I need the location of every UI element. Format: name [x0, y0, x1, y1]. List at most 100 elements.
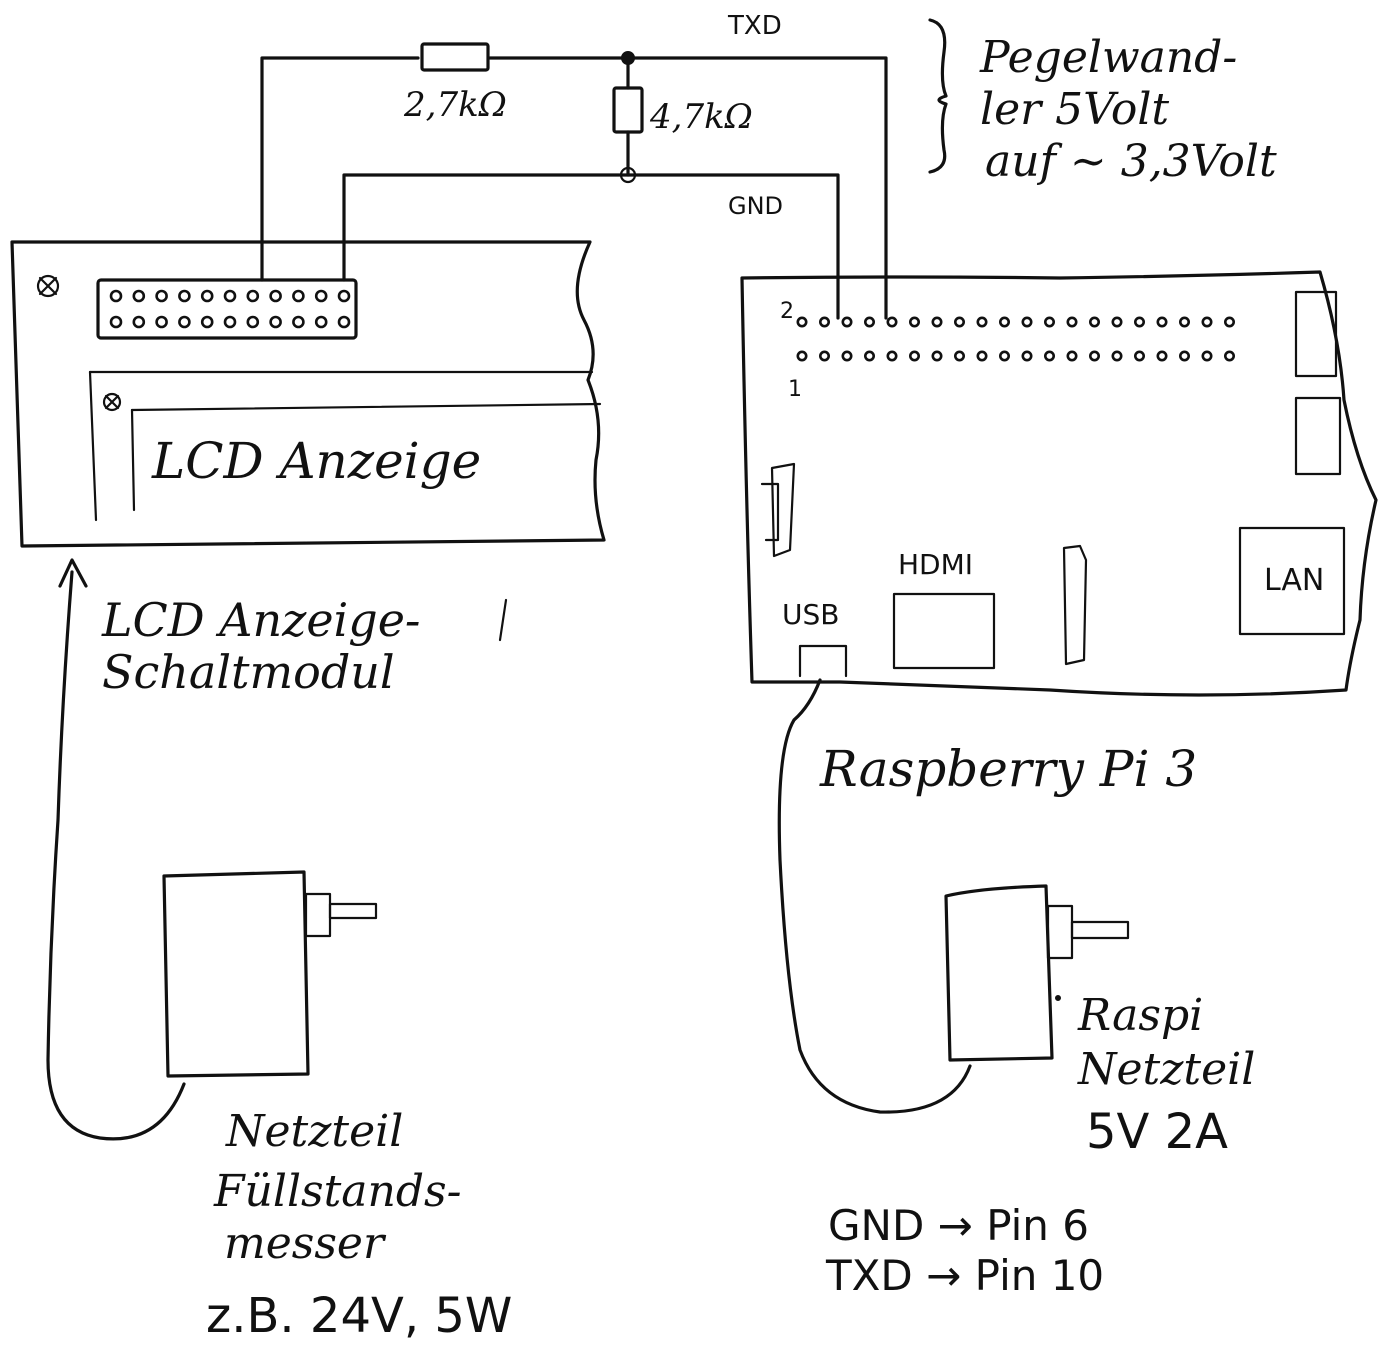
gpio-pin [1201, 316, 1213, 328]
sd-slot-detail [760, 482, 780, 542]
gpio-pin [931, 350, 943, 362]
lcd-header-pin [314, 289, 328, 303]
lcd-header-pin [337, 289, 351, 303]
gpio-pin [1066, 350, 1078, 362]
gpio-pin [796, 350, 808, 362]
txd-label: TXD [727, 11, 782, 41]
level-shifter-line1: Pegelwand- [979, 32, 1237, 83]
psu-lcd-line4: z.B. 24V, 5W [206, 1288, 512, 1344]
usb-port-icon [1294, 396, 1342, 476]
mounting-hole-icon [102, 392, 122, 412]
arrow-up-icon [58, 558, 88, 588]
raspberry-board [740, 270, 1378, 697]
gpio-pin [998, 316, 1010, 328]
psu-lcd-line2: Füllstands- [213, 1166, 461, 1217]
gpio-pin [1201, 350, 1213, 362]
level-shifter-line3: auf ~ 3,3Volt [985, 136, 1277, 187]
lcd-header-pin [109, 315, 123, 329]
lcd-header-pin [314, 315, 328, 329]
psu-lcd [162, 870, 378, 1078]
gpio-pin [998, 350, 1010, 362]
lcd-module-line2: Schaltmodul [102, 645, 395, 699]
lcd-header-pin [178, 289, 191, 303]
gpio-pin [1179, 316, 1191, 328]
gpio-pin [886, 316, 898, 328]
gpio-pin [976, 316, 988, 328]
resistor-4k7-label: 4,7kΩ [649, 97, 753, 137]
psu-raspi-line3: 5V 2A [1086, 1104, 1228, 1160]
lcd-display-label: LCD Anzeige [151, 432, 481, 490]
gpio-pin [1066, 316, 1078, 328]
hdmi-port-icon [892, 592, 996, 670]
lcd-header-pin [337, 315, 351, 329]
gpio-pin [1224, 350, 1236, 362]
lcd-board [10, 240, 606, 548]
gnd-label: GND [728, 192, 783, 220]
gpio-pin [1134, 350, 1146, 362]
lan-label: LAN [1264, 563, 1324, 598]
usb-label: USB [782, 598, 839, 631]
gpio-header-pins [796, 316, 1236, 362]
raspi-power-cable [777, 678, 972, 1114]
gpio-pin [863, 350, 875, 362]
lcd-header-pin [155, 315, 168, 329]
gpio-pin [1179, 350, 1191, 362]
lcd-header-pin [292, 315, 305, 329]
gpio-pin [863, 316, 875, 328]
gpio-pin [1089, 350, 1101, 362]
resistor-4k7 [612, 51, 644, 184]
lcd-header-pin [132, 315, 146, 329]
lan-port-icon [1238, 526, 1346, 636]
usb-port-icon [1294, 290, 1338, 378]
gpio-pin [886, 350, 898, 362]
lcd-header-pin [223, 289, 237, 303]
gpio-pin [953, 316, 965, 328]
lcd-header-pin [292, 289, 305, 303]
hdmi-label: HDMI [898, 548, 973, 581]
mounting-hole-icon [36, 274, 60, 298]
text-stroke [498, 598, 508, 642]
gpio-pin [1224, 316, 1236, 328]
gpio-pin [931, 316, 943, 328]
txd-wire [260, 56, 888, 320]
lcd-header-pin [269, 315, 282, 329]
sd-slot-icon [770, 462, 796, 558]
lcd-header-pin [200, 289, 214, 303]
lcd-header-pins [109, 289, 351, 329]
psu-raspi-line1: Raspi [1077, 990, 1203, 1041]
level-shifter-brace [928, 18, 948, 174]
gpio-pin [1156, 316, 1168, 328]
gpio-pin [1021, 350, 1033, 362]
lcd-pin-header [96, 278, 358, 340]
pin-mapping-gnd: GND → Pin 6 [828, 1201, 1089, 1250]
lcd-power-cable [46, 570, 186, 1141]
lcd-header-pin [132, 289, 146, 303]
gpio-pin [1089, 316, 1101, 328]
gpio-pin [1044, 350, 1056, 362]
gpio-pin [1111, 350, 1123, 362]
gpio-pin [1134, 316, 1146, 328]
psu-lcd-line3: messer [224, 1218, 387, 1269]
gpio-pin [1021, 316, 1033, 328]
csi-connector-icon [1062, 544, 1088, 666]
lcd-header-pin [178, 315, 191, 329]
micro-usb-icon [798, 644, 848, 678]
gpio-pin [841, 350, 853, 362]
gpio-pin [1156, 350, 1168, 362]
gpio-pin1-label: 1 [788, 377, 802, 402]
pin-mapping-txd: TXD → Pin 10 [825, 1251, 1104, 1300]
resistor-2k7-label: 2,7kΩ [403, 85, 507, 125]
gpio-pin [1044, 316, 1056, 328]
gpio-pin [1111, 316, 1123, 328]
gpio-pin [953, 350, 965, 362]
gpio-pin [841, 316, 853, 328]
lcd-header-pin [155, 289, 168, 303]
lcd-module-line1: LCD Anzeige- [101, 593, 420, 647]
lcd-header-pin [269, 289, 282, 303]
gpio-pin [908, 350, 920, 362]
gpio-pin [818, 350, 830, 362]
gpio-pin [908, 316, 920, 328]
gpio-pin [976, 350, 988, 362]
raspberry-title: Raspberry Pi 3 [819, 740, 1197, 798]
